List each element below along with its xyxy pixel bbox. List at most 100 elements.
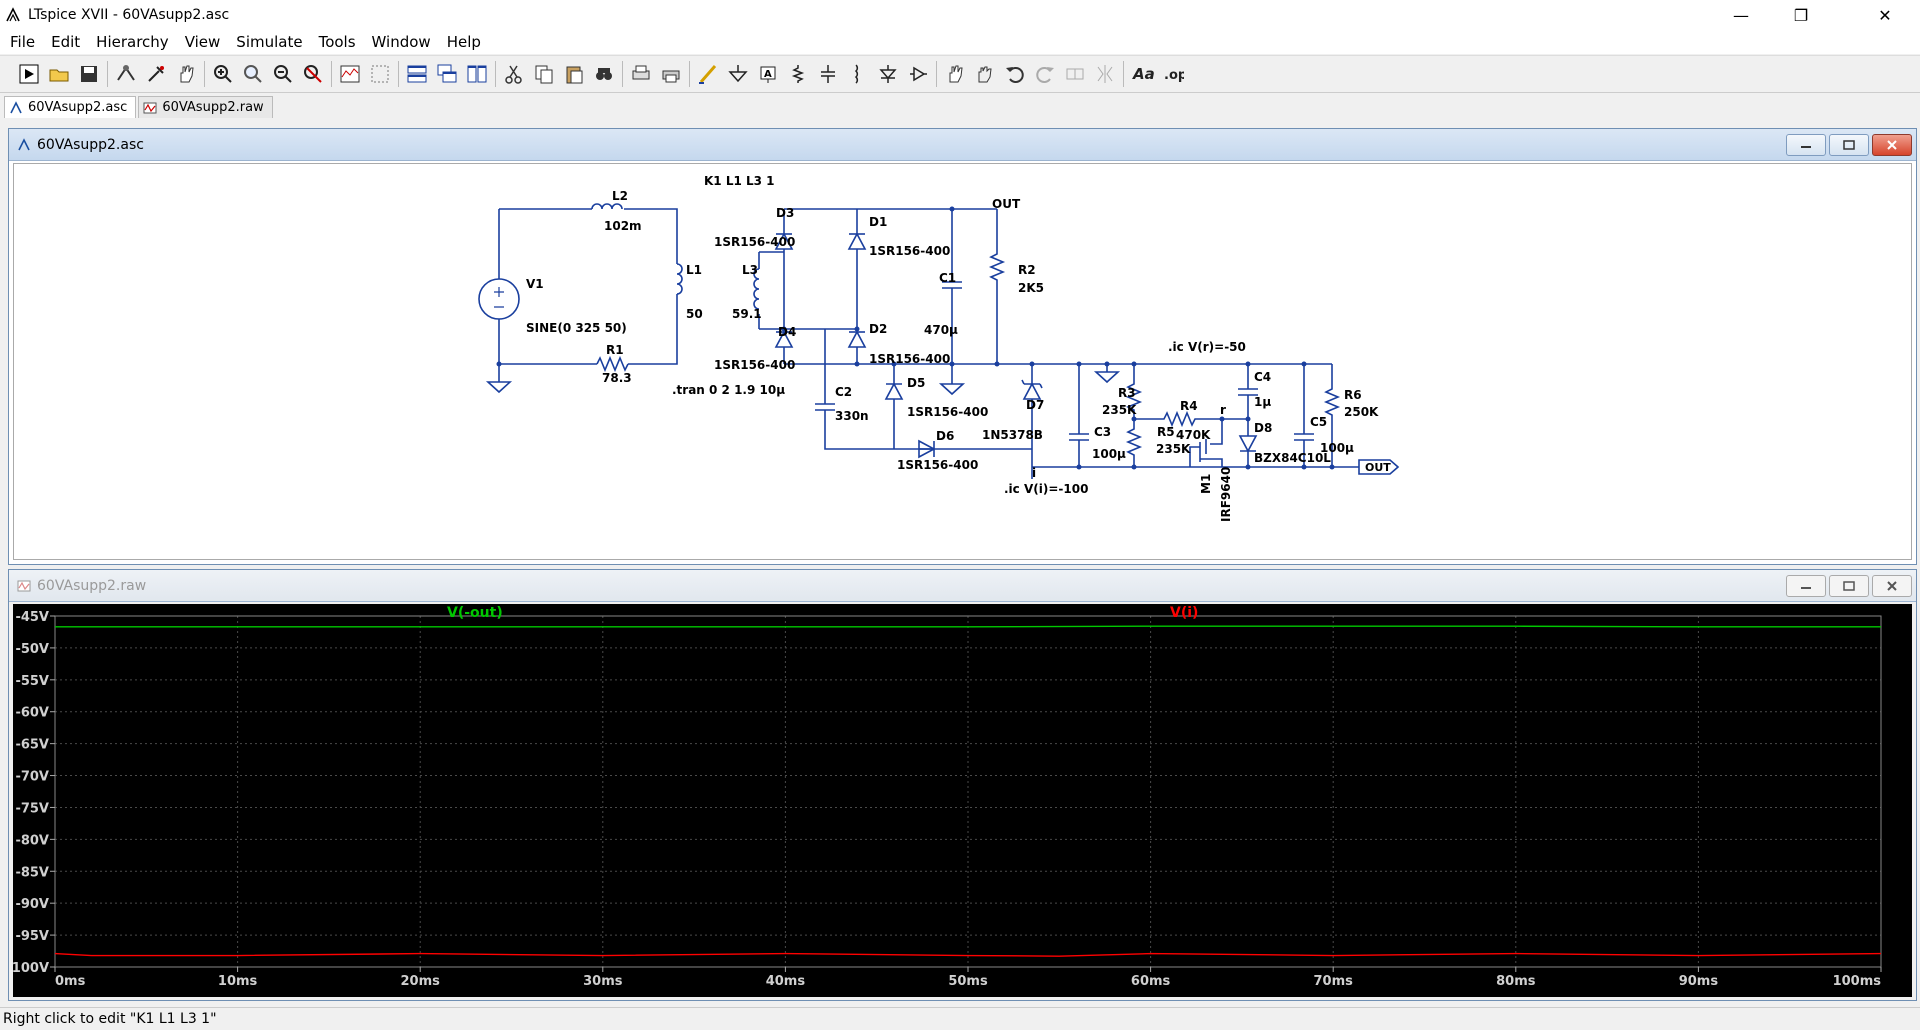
- menu-help[interactable]: Help: [446, 33, 481, 51]
- mirror-icon: [1097, 65, 1113, 83]
- tile-horizontal-button[interactable]: [402, 59, 432, 89]
- zoom-select-icon: [371, 65, 389, 83]
- status-text: Right click to edit "K1 L1 L3 1": [3, 1011, 217, 1027]
- label-d7-value: 1N5378B: [982, 428, 1043, 442]
- ground-button[interactable]: [723, 59, 753, 89]
- x-tick-label: 40ms: [766, 974, 806, 989]
- control-panel-icon: [117, 65, 135, 81]
- toolbar-separator: [1123, 61, 1124, 87]
- legend-v-out[interactable]: V(-out): [447, 605, 503, 621]
- close-button[interactable]: ✕: [1878, 5, 1892, 25]
- waveform-maximize-button[interactable]: [1829, 575, 1869, 597]
- inductor-button[interactable]: [843, 59, 873, 89]
- autoscale-button[interactable]: [335, 59, 365, 89]
- schematic-close-button[interactable]: [1872, 134, 1912, 156]
- x-tick-label: 90ms: [1679, 974, 1719, 989]
- plot-series: [54, 625, 1882, 957]
- tab-label: 60VAsupp2.raw: [162, 100, 264, 115]
- menu-edit[interactable]: Edit: [51, 33, 81, 51]
- cut-button[interactable]: [499, 59, 529, 89]
- waveform-close-button[interactable]: [1872, 575, 1912, 597]
- label-c5: C5: [1310, 415, 1327, 429]
- diode-button[interactable]: [873, 59, 903, 89]
- toolbar: A Aa.op: [0, 55, 1920, 93]
- open-button[interactable]: [44, 59, 74, 89]
- paste-button[interactable]: [559, 59, 589, 89]
- spice-directive-button[interactable]: .op: [1157, 59, 1187, 89]
- rotate-icon: [1066, 68, 1084, 80]
- window-title: LTspice XVII - 60VAsupp2.asc: [28, 7, 230, 23]
- label-d8: D8: [1254, 421, 1272, 435]
- probe-button[interactable]: [141, 59, 171, 89]
- copy-button[interactable]: [529, 59, 559, 89]
- redo-button[interactable]: [1030, 59, 1060, 89]
- find-button[interactable]: [589, 59, 619, 89]
- undo-icon: [1006, 67, 1024, 83]
- tab-waveform[interactable]: 60VAsupp2.raw: [138, 96, 273, 118]
- label-c4-value: 1µ: [1254, 395, 1271, 409]
- pan-hand-button[interactable]: [171, 59, 201, 89]
- title-bar: LTspice XVII - 60VAsupp2.asc — ❐ ✕: [0, 0, 1920, 30]
- menu-view[interactable]: View: [184, 33, 221, 51]
- menu-tools[interactable]: Tools: [318, 33, 356, 51]
- label-m1: M1: [1199, 474, 1213, 494]
- label-net-button[interactable]: A: [753, 59, 783, 89]
- x-tick-label: 30ms: [583, 974, 623, 989]
- save-button[interactable]: [74, 59, 104, 89]
- copy-icon: [535, 65, 553, 84]
- cascade-button[interactable]: [432, 59, 462, 89]
- schematic-icon: [17, 137, 31, 152]
- schematic-icon: [9, 100, 23, 115]
- y-tick-label: -95V: [15, 929, 49, 944]
- schematic-minimize-button[interactable]: [1786, 134, 1826, 156]
- schematic-drawing[interactable]: K1 L1 L3 1 L2 102m V1 SINE(0 325 50) L1 …: [14, 164, 1913, 561]
- y-tick-label: -85V: [15, 865, 49, 880]
- minimize-button[interactable]: —: [1733, 5, 1749, 25]
- zoom-out-button[interactable]: [268, 59, 298, 89]
- label-r1: R1: [606, 343, 624, 357]
- zoom-in-button[interactable]: [208, 59, 238, 89]
- resistor-button[interactable]: [783, 59, 813, 89]
- rotate-button[interactable]: [1060, 59, 1090, 89]
- text-button[interactable]: Aa: [1127, 59, 1157, 89]
- print-setup-button[interactable]: [626, 59, 656, 89]
- tile-vertical-button[interactable]: [462, 59, 492, 89]
- mirror-button[interactable]: [1090, 59, 1120, 89]
- label-ic-r-directive: .ic V(r)=-50: [1168, 340, 1246, 354]
- move-button[interactable]: [940, 59, 970, 89]
- print-button[interactable]: [656, 59, 686, 89]
- zoom-area-icon: [244, 65, 262, 83]
- draw-wire-button[interactable]: [693, 59, 723, 89]
- run-button[interactable]: [14, 59, 44, 89]
- capacitor-button[interactable]: [813, 59, 843, 89]
- y-tick-label: -50V: [15, 642, 49, 657]
- print-icon: [662, 70, 680, 83]
- legend-v-i[interactable]: V(i): [1170, 605, 1198, 621]
- menu-simulate[interactable]: Simulate: [236, 33, 303, 51]
- restore-button[interactable]: ❐: [1793, 5, 1809, 25]
- schematic-maximize-button[interactable]: [1829, 134, 1869, 156]
- y-tick-label: -55V: [15, 674, 49, 689]
- cut-icon: [505, 65, 522, 84]
- undo-button[interactable]: [1000, 59, 1030, 89]
- menu-hierarchy[interactable]: Hierarchy: [96, 33, 169, 51]
- label-d4-value: 1SR156-400: [714, 358, 795, 372]
- menu-file[interactable]: File: [10, 33, 36, 51]
- component-button[interactable]: [903, 59, 933, 89]
- zoom-fit-button[interactable]: [298, 59, 328, 89]
- label-d7: D7: [1026, 398, 1044, 412]
- label-ic-i-directive: .ic V(i)=-100: [1004, 482, 1088, 496]
- menu-window[interactable]: Window: [371, 33, 431, 51]
- drag-button[interactable]: [970, 59, 1000, 89]
- label-r4-value: 470K: [1176, 428, 1211, 442]
- zoom-select-button[interactable]: [365, 59, 395, 89]
- waveform-minimize-button[interactable]: [1786, 575, 1826, 597]
- waveform-file-icon: [143, 101, 157, 115]
- control-panel-button[interactable]: [111, 59, 141, 89]
- schematic-canvas[interactable]: K1 L1 L3 1 L2 102m V1 SINE(0 325 50) L1 …: [13, 163, 1912, 560]
- zoom-area-button[interactable]: [238, 59, 268, 89]
- tab-schematic[interactable]: 60VAsupp2.asc: [4, 96, 137, 118]
- label-l3-value: 59.1: [732, 307, 762, 321]
